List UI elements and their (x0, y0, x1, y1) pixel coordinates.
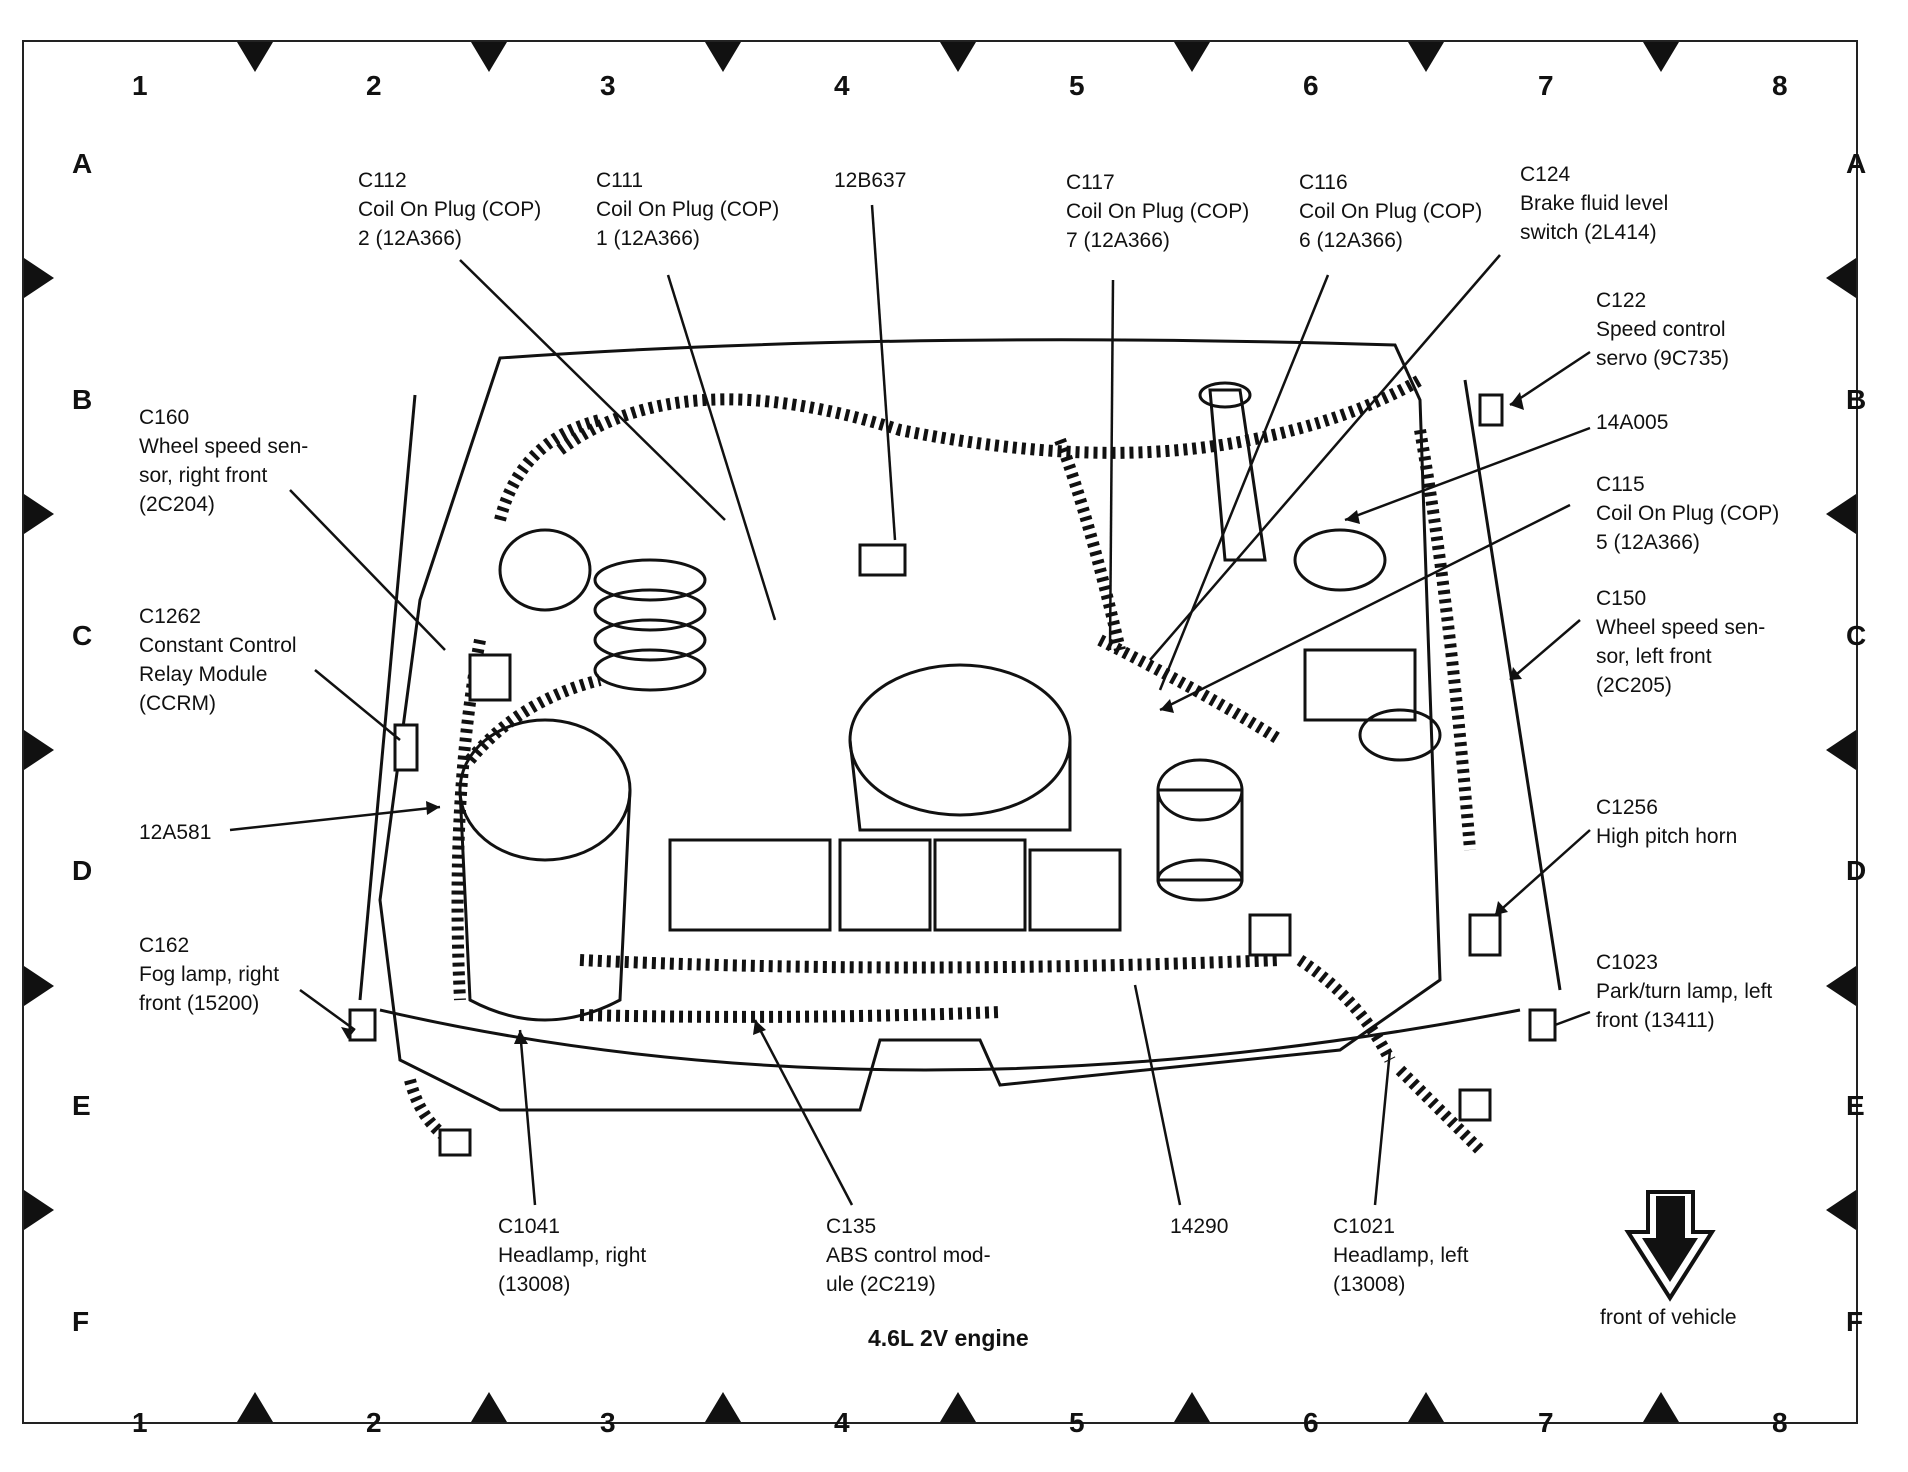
grid-col-top-1: 1 (132, 70, 148, 101)
grid-row-right-F: F (1846, 1306, 1864, 1337)
grid-col-bottom-6: 6 (1303, 1407, 1319, 1438)
connectors (348, 393, 1557, 1157)
leader-arrowheads (341, 392, 1524, 1044)
grid-col-top-2: 2 (366, 70, 382, 101)
grid-col-bottom-4: 4 (834, 1407, 850, 1438)
grid-col-top-7: 7 (1538, 70, 1554, 101)
diagram-caption: 4.6L 2V engine (868, 1325, 1029, 1351)
grid-markers (24, 42, 1856, 1422)
grid-row-right-D: D (1846, 855, 1867, 886)
grid-col-top-3: 3 (600, 70, 616, 101)
front-of-vehicle-label: front of vehicle (1600, 1306, 1737, 1329)
engine-compartment (358, 338, 1562, 1112)
grid-row-left-A: A (72, 148, 93, 179)
leader-lines (229, 204, 1591, 1206)
callout-12b637: 12B637 (834, 169, 907, 192)
grid-col-top-4: 4 (834, 70, 850, 101)
front-arrow-icon (1624, 1190, 1716, 1302)
callout-14a005: 14A005 (1596, 411, 1669, 434)
callout-14290: 14290 (1170, 1215, 1229, 1238)
diagram-frame (22, 40, 1858, 1424)
grid-row-left-F: F (72, 1306, 90, 1337)
grid-col-bottom-3: 3 (600, 1407, 616, 1438)
callout-12a581: 12A581 (139, 821, 212, 844)
grid-col-bottom-1: 1 (132, 1407, 148, 1438)
grid-row-left-D: D (72, 855, 93, 886)
grid-col-top-5: 5 (1069, 70, 1085, 101)
grid-row-right-C: C (1846, 620, 1867, 651)
grid-row-right-A: A (1846, 148, 1867, 179)
grid-row-left-E: E (72, 1090, 91, 1121)
grid-col-bottom-7: 7 (1538, 1407, 1554, 1438)
grid-row-left-C: C (72, 620, 93, 651)
grid-col-top-8: 8 (1772, 70, 1788, 101)
grid-row-right-E: E (1846, 1090, 1865, 1121)
grid-col-bottom-5: 5 (1069, 1407, 1085, 1438)
grid-row-left-B: B (72, 384, 93, 415)
grid-col-bottom-2: 2 (366, 1407, 382, 1438)
grid-col-bottom-8: 8 (1772, 1407, 1788, 1438)
wiring-harness (404, 374, 1485, 1155)
grid-col-top-6: 6 (1303, 70, 1319, 101)
grid-row-right-B: B (1846, 384, 1867, 415)
